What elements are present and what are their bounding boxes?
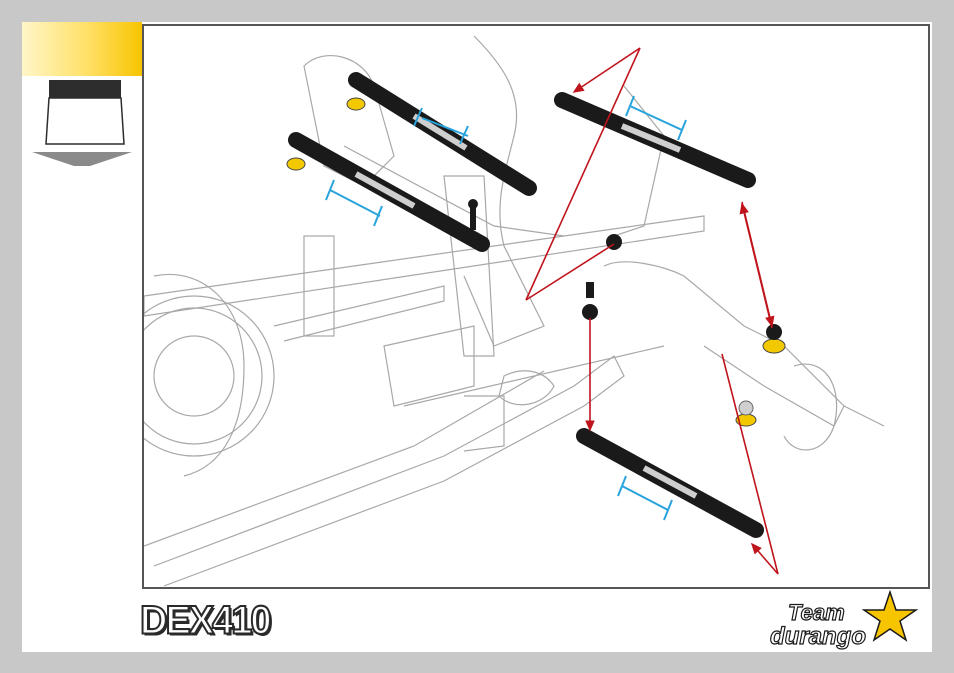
instruction-page: DEX410 Team durango (22, 22, 932, 652)
turnbuckle-top-right (562, 100, 748, 180)
brand-logo-line2: durango (770, 623, 866, 650)
brand-logo-line1: Team (788, 600, 845, 625)
down-arrow-icon (32, 152, 132, 166)
chassis-line-art (144, 36, 884, 586)
step-tab (22, 22, 142, 76)
turnbuckle-rear-left (296, 140, 482, 244)
turnbuckle-front-left (356, 80, 529, 188)
ball-stud-parts (287, 98, 785, 426)
model-logo: DEX410 (140, 599, 270, 643)
callout-arrows (526, 48, 778, 574)
assembly-diagram (142, 24, 930, 589)
turnbuckle-bottom (584, 436, 756, 530)
step-box-icon (32, 78, 134, 170)
star-logo-icon: Team durango (762, 590, 932, 652)
